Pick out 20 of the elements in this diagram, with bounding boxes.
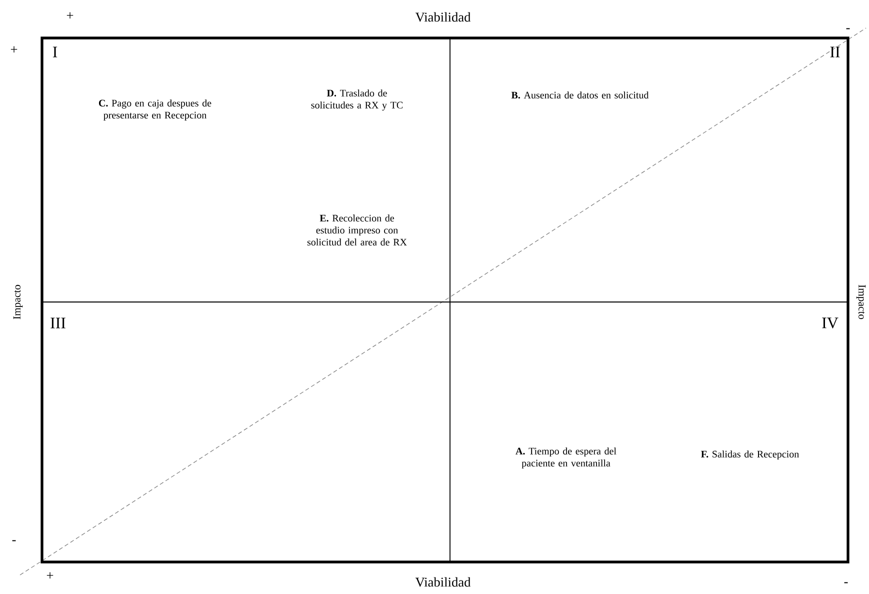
axis-title: Impacto: [13, 284, 23, 320]
axis-title: Impacto: [856, 284, 866, 320]
quadrant-number: I: [52, 46, 58, 58]
sign: -: [844, 582, 848, 584]
item-text: E. Recoleccion de estudio impreso con solicitud del area de RX: [307, 214, 407, 246]
axis-title: Viabilidad: [415, 12, 471, 22]
item-text: D. Traslado de solicitudes a RX y TC: [311, 89, 403, 111]
item-text: F. Salidas de Recepcion: [701, 450, 799, 460]
sign: +: [66, 12, 74, 18]
item-text: A. Tiempo de espera del paciente en ventanilla: [516, 447, 616, 469]
sign: -: [846, 28, 850, 30]
quadrant-number: III: [50, 318, 66, 328]
axis-title: Viabilidad: [415, 577, 471, 587]
item-text: B. Ausencia de datos en solicitud: [511, 91, 649, 99]
quadrant-number: II: [830, 46, 840, 58]
sign: -: [12, 540, 16, 542]
sign: +: [10, 46, 18, 52]
sign: +: [46, 572, 54, 578]
item-text: C. Pago en caja despues de presentarse en Recepcion: [98, 99, 212, 121]
quadrant-number: IV: [822, 318, 838, 328]
